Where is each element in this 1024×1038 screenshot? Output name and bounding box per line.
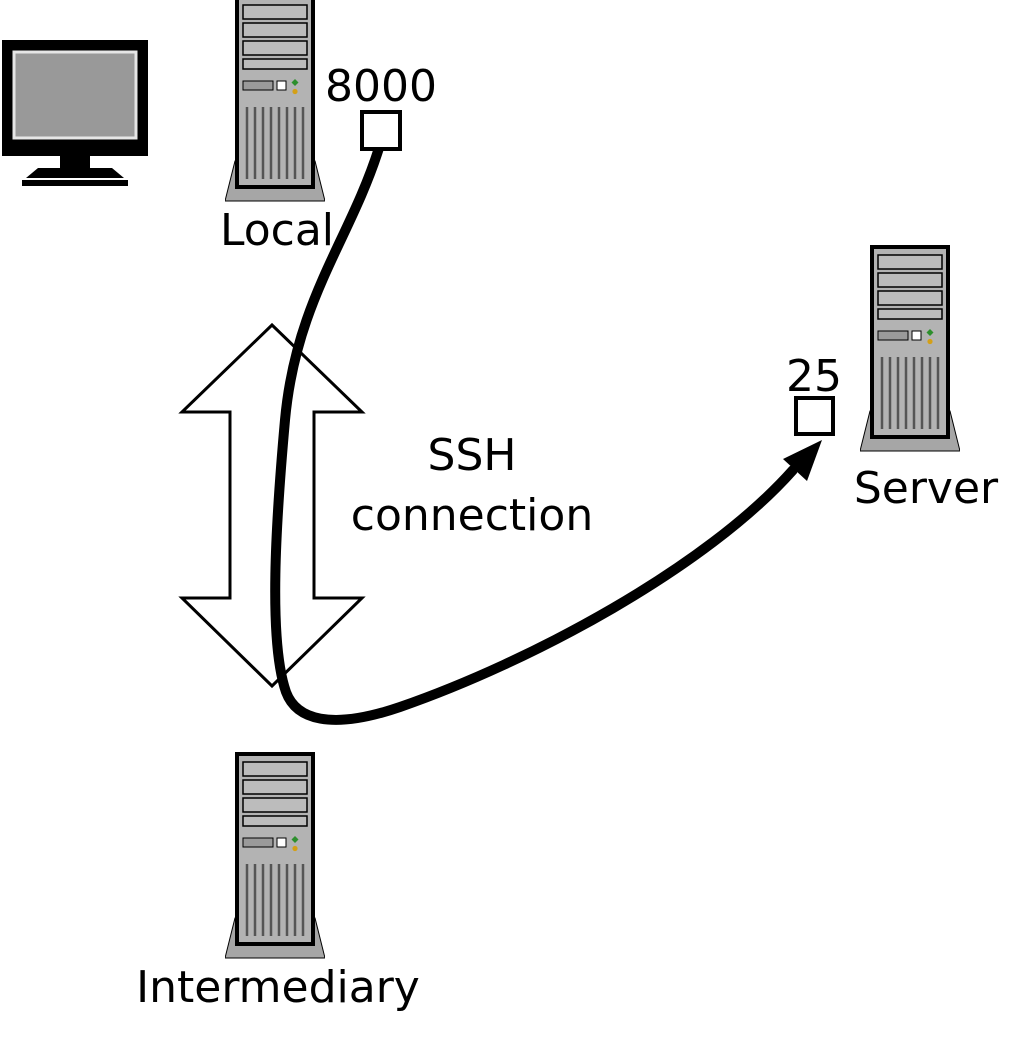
local-port-box [360,110,402,151]
cable-arrowhead-icon [783,440,822,481]
intermediary-node-label: Intermediary [136,962,420,1013]
server-computer-tower-icon [860,245,960,453]
local-port-label: 8000 [325,61,437,112]
server-port-label: 25 [786,351,842,402]
server-port-box [794,396,835,436]
local-computer-tower-icon [225,0,325,203]
server-node-label: Server [854,463,999,514]
intermediary-computer-tower-icon [225,752,325,960]
monitor-icon [2,40,148,186]
ssh-tunnel-arrow-icon [178,322,366,689]
ssh-connection-label-line1: SSH [428,430,517,481]
local-node-label: Local [220,205,334,256]
forwarding-cable [270,143,798,725]
ssh-connection-label-line2: connection [351,490,593,541]
